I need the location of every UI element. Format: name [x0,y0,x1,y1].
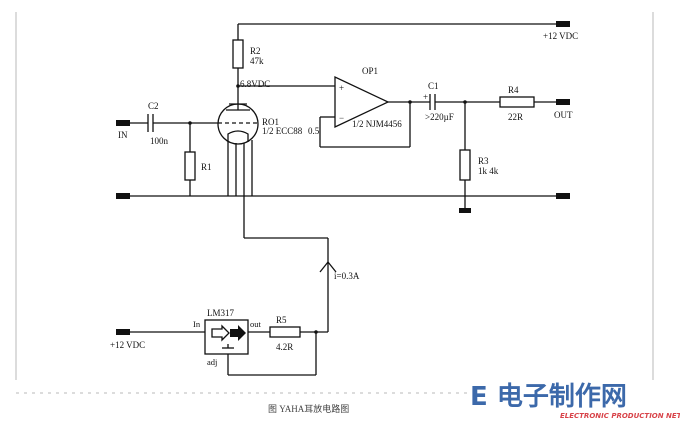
r5-ref: R5 [276,315,287,325]
c1-ref: C1 [428,81,439,91]
op-minus-sign: − [339,113,344,123]
r5-value: 4.2R [276,342,293,352]
reg-out-label: out [250,319,262,329]
supply-bottom-label: +12 VDC [110,340,145,350]
watermark-subtext: ELECTRONIC PRODUCTION NET [560,412,680,420]
op-ref: OP1 [362,66,378,76]
op-value: 1/2 NJM4456 [352,119,402,129]
watermark-logo: E 电子制作网 ELECTRONIC PRODUCTION NET [470,382,680,420]
resistor-r4 [499,96,570,108]
r4-ref: R4 [508,85,519,95]
ground-rail [116,193,570,199]
plate-junction [236,84,240,88]
capacitor-c2 [147,114,220,132]
supply-rail-top [238,21,570,27]
resistor-r1 [184,121,196,196]
c1-plus: + [423,92,428,102]
c1-value: >220µF [425,112,454,122]
figure-caption: 图 YAHA耳放电路图 [268,403,349,414]
input-label: IN [118,130,128,140]
r1-ref: R1 [201,162,212,172]
tube-value: 1/2 ECC88 [262,126,303,136]
c2-ref: C2 [148,101,159,111]
r3-ref: R3 [478,156,489,166]
op-plus-sign: + [339,83,344,93]
cathode-current-path [244,237,337,332]
supply-top-label: +12 VDC [543,31,578,41]
tube-extra: 0.5 [308,126,320,136]
reg-ref: LM317 [207,308,235,318]
r2-ref: R2 [250,46,261,56]
triode-ro1 [217,103,259,238]
r2-value: 47k [250,56,264,66]
capacitor-c1 [429,94,500,110]
plate-voltage-label: 6.8VDC [240,79,270,89]
opamp-op1 [319,75,430,148]
watermark-logo-text: E 电子制作网 [470,382,627,412]
output-label: OUT [554,110,573,120]
resistor-r2 [232,24,244,104]
current-label: i=0.3A [334,271,360,281]
tube-ref: RO1 [262,117,279,127]
r4-value: 22R [508,112,523,122]
reg-adj-label: adj [207,357,217,367]
resistor-r5 [228,326,328,376]
resistor-r3 [459,100,471,213]
regulator-lm317 [116,319,270,375]
r3-value: 1k 4k [478,166,499,176]
input-terminal [116,120,148,126]
c2-value: 100n [150,136,169,146]
reg-in-label: In [193,319,201,329]
